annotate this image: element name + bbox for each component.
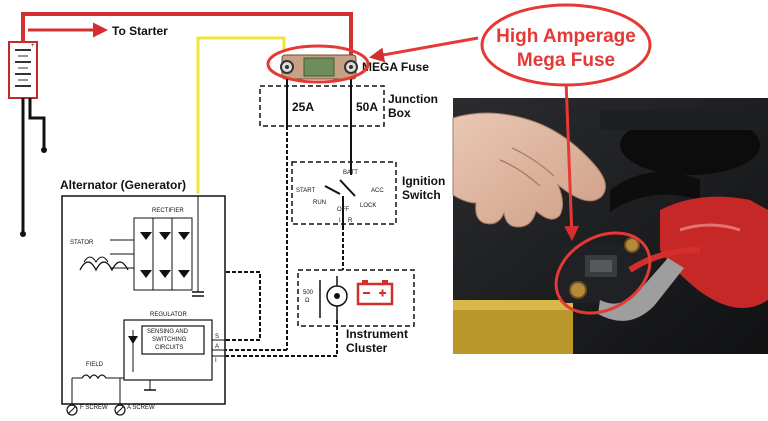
mega-fuse — [280, 54, 358, 80]
instrument-cluster-label-line1: Instrument — [346, 327, 408, 341]
fuse-25a-label: 25A — [292, 100, 314, 114]
ign-r-label: R — [348, 218, 353, 224]
terminal-a-label: A — [215, 344, 219, 350]
ign-off-label: OFF — [337, 207, 349, 213]
fuse-50a-label: 50A — [356, 100, 378, 114]
callout-bubble — [480, 3, 652, 87]
instrument-cluster — [297, 226, 415, 327]
junction-box-label-line2: Box — [388, 106, 411, 120]
yellow-field-wire — [196, 36, 286, 194]
ignition-switch-label-line2: Switch — [402, 188, 441, 202]
ign-batt-label: BATT — [343, 170, 358, 176]
mega-fuse-highlight-ring — [266, 44, 370, 84]
svg-text:+: + — [31, 43, 35, 49]
battery-warning-icon — [356, 280, 394, 306]
a-screw-label: A SCREW — [127, 405, 155, 411]
sensing-label-line3: CIRCUITS — [155, 345, 183, 351]
battery: + — [8, 41, 38, 99]
callout-arrow-to-fuse — [369, 36, 479, 63]
regulator-label: REGULATOR — [150, 312, 187, 318]
callout-line1: High Amperage — [496, 26, 636, 47]
sensing-label-line1: SENSING AND — [147, 329, 189, 335]
callout-arrow-to-photo — [564, 79, 580, 241]
junction-box-label-line1: Junction — [388, 92, 438, 106]
battery-ground-wires — [20, 98, 47, 237]
photo-fuse-highlight-ring — [554, 231, 652, 315]
alternator-box — [61, 195, 226, 416]
mega-fuse-label: MEGA Fuse — [362, 60, 429, 74]
ign-start-label: START — [296, 188, 315, 194]
f-screw-label: F SCREW — [80, 405, 108, 411]
instrument-cluster-label-line2: Cluster — [346, 341, 388, 355]
alternator-label: Alternator (Generator) — [60, 178, 186, 192]
resistor-value-label: 500 — [303, 290, 314, 296]
ign-i-label: I — [339, 218, 341, 224]
to-starter-label: To Starter — [112, 24, 168, 38]
terminal-s-label: S — [215, 334, 219, 340]
resistor-unit-label: Ω — [305, 298, 310, 304]
battery-positive-wire — [21, 12, 353, 60]
stator-label: STATOR — [70, 240, 94, 246]
engine-bay-photo — [452, 98, 768, 354]
callout-line2: Mega Fuse — [517, 50, 615, 71]
terminal-i-label: I — [215, 358, 217, 364]
signal-wiring — [226, 126, 338, 357]
junction-box — [259, 79, 385, 127]
ign-lock-label: LOCK — [360, 203, 376, 209]
rectifier-label: RECTIFIER — [152, 208, 184, 214]
ignition-switch — [291, 126, 397, 226]
ign-run-label: RUN — [313, 200, 326, 206]
ignition-switch-label-line1: Ignition — [402, 174, 445, 188]
ign-acc-label: ACC — [371, 188, 384, 194]
field-label: FIELD — [86, 362, 104, 368]
sensing-label-line2: SWITCHING — [152, 337, 187, 343]
